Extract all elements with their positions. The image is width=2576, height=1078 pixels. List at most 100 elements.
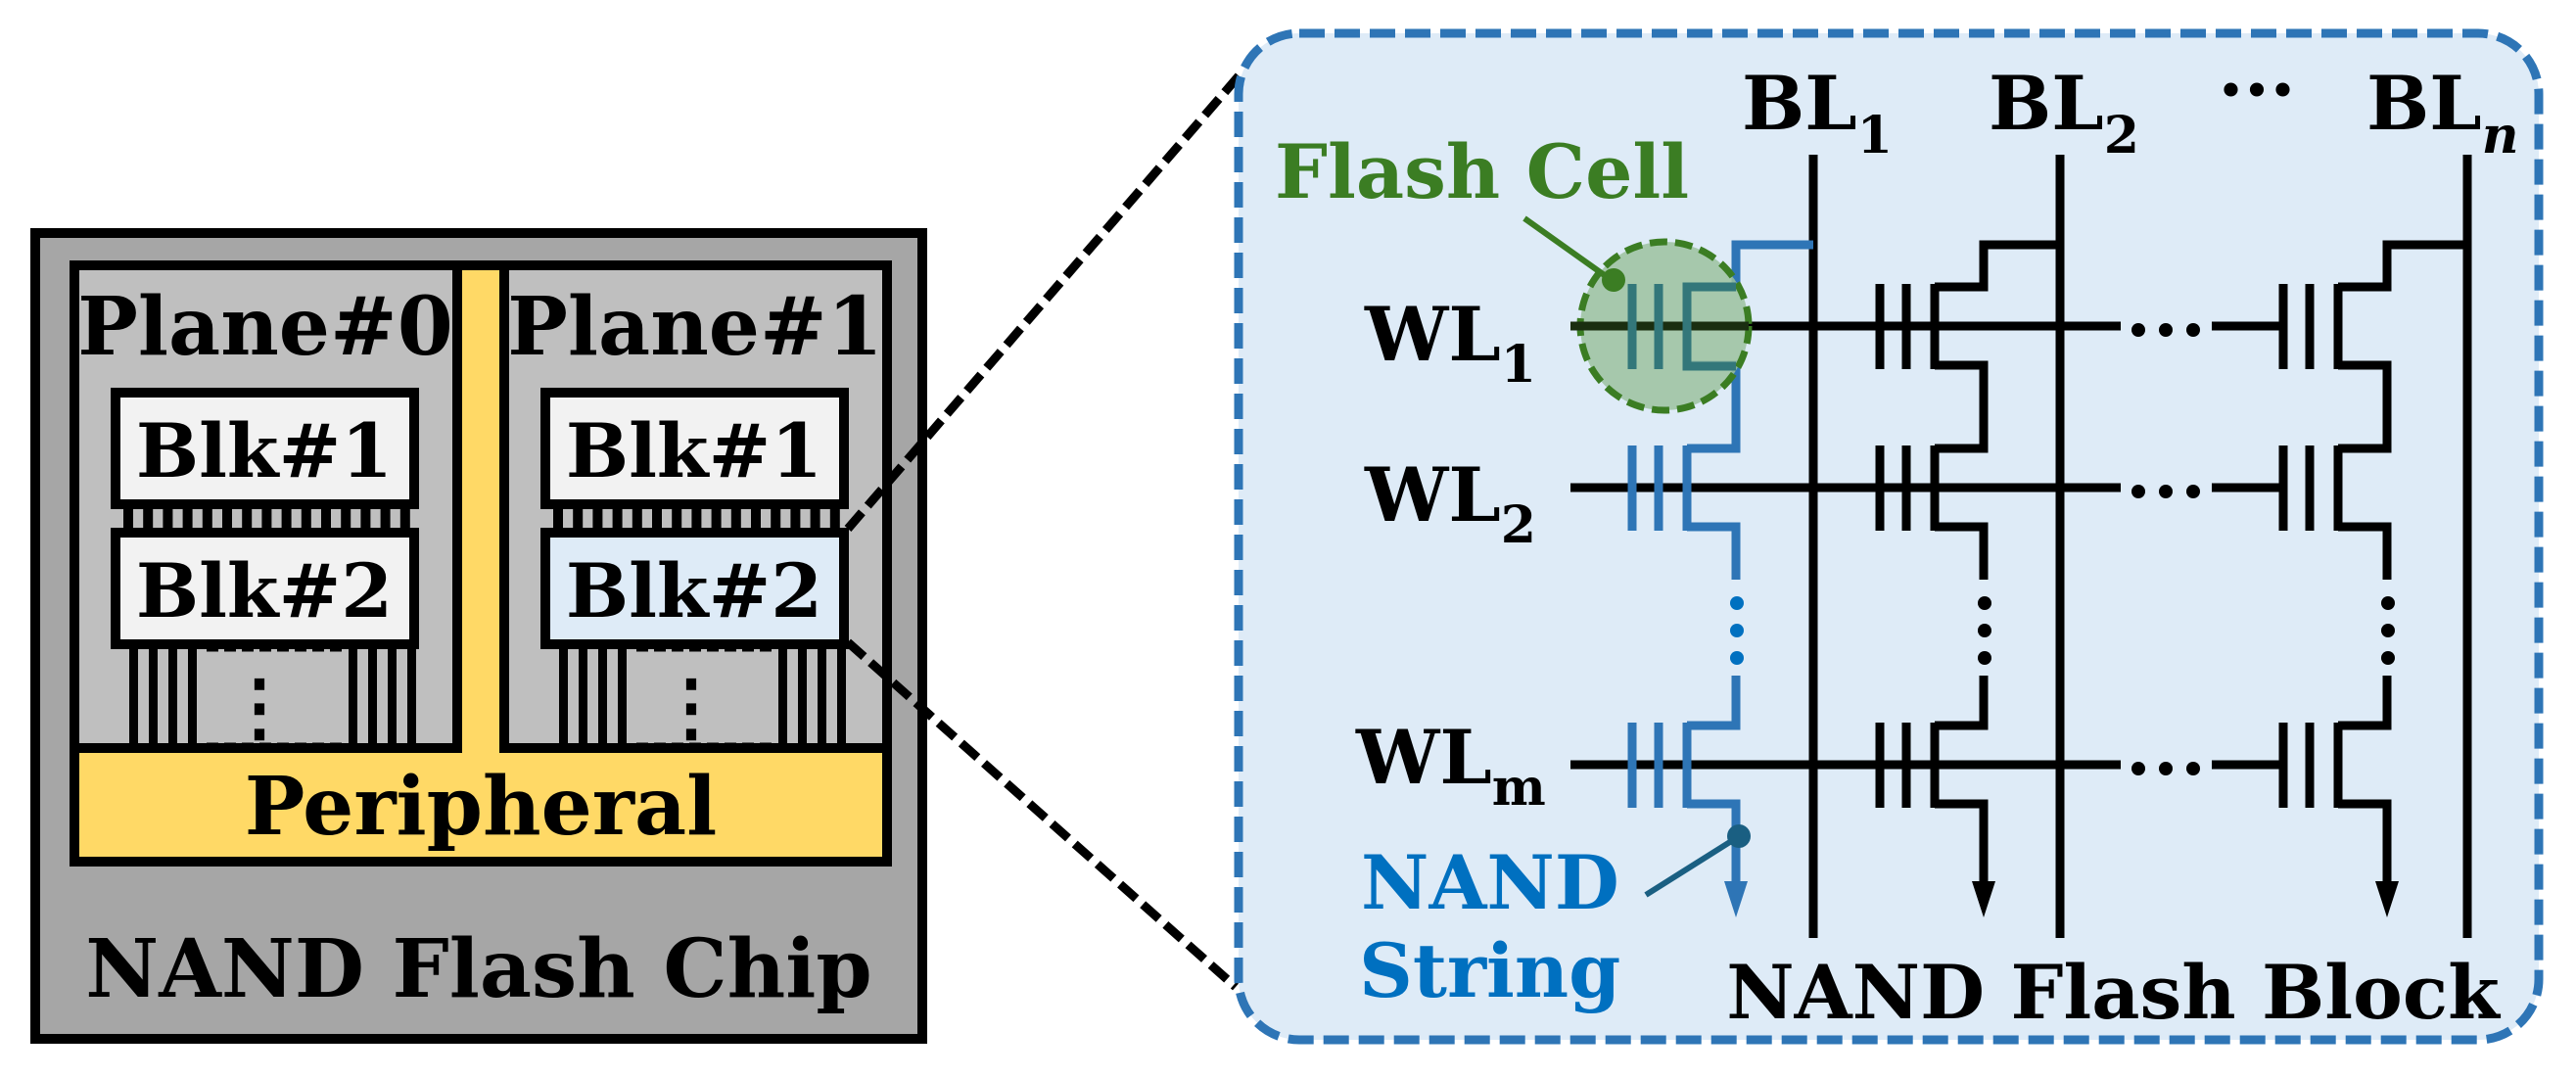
plane-1-block-2[interactable]: Blk#2 [540, 528, 849, 649]
block-connection-tick [810, 507, 820, 529]
string-drain-connection [1935, 240, 2060, 292]
plane-1-block-1[interactable]: Blk#1 [540, 388, 849, 509]
block-connection-tick [771, 507, 781, 529]
block-bitline [798, 648, 807, 744]
string-series-link [2338, 360, 2392, 453]
block-connection-tick [163, 507, 173, 529]
string-source-connection [1687, 799, 1741, 881]
block-connection-tick [632, 507, 642, 529]
wordline-ellipsis-dot [2186, 762, 2200, 775]
block-panel-frame [1234, 28, 2544, 1045]
block-connection-tick [321, 507, 331, 529]
string-ellipsis-dot [1978, 596, 1991, 610]
block-connection-tick [399, 507, 410, 529]
string-series-link [1935, 360, 1989, 453]
wordline-ellipsis-dot [2159, 323, 2173, 337]
nand-flash-chip: Plane#0 Blk#1 Blk#2 ⋮ Plane#1 Blk#1 [30, 228, 927, 1044]
source-line-arrow-icon [1724, 881, 1748, 917]
string-ellipsis-dot [1730, 624, 1744, 637]
plane-0-block-2[interactable]: Blk#2 [111, 528, 419, 649]
block-connection-tick [281, 507, 292, 529]
wordline-1-label: WL1 [1364, 291, 1536, 395]
block-bitline [168, 648, 177, 744]
chip-label: NAND Flash Chip [85, 922, 871, 1016]
flash-cell-pointer-line [1522, 215, 1608, 279]
block-connection-tick [341, 507, 351, 529]
block-bitline [129, 648, 138, 744]
plane-0-more-blocks: ⋮ [222, 663, 297, 750]
block-connection-tick [652, 507, 662, 529]
block-bitline [837, 648, 846, 744]
nand-string-label-line2: String [1359, 927, 1620, 1014]
block-connection-tick [829, 507, 840, 529]
block-bitline [778, 648, 787, 744]
plane-0: Plane#0 Blk#1 Blk#2 ⋮ [70, 260, 462, 753]
block-connection-tick [691, 507, 702, 529]
block-connection-tick [143, 507, 154, 529]
block-bitline [579, 648, 587, 744]
peripheral-label: Peripheral [245, 760, 718, 854]
string-series-link [2338, 522, 2392, 580]
block-connection-tick [711, 507, 722, 529]
block-connection-tick [222, 507, 232, 529]
block-bitline [349, 648, 357, 744]
string-ellipsis-dot [2381, 624, 2395, 637]
block-circuit [1522, 155, 2472, 938]
block-bitline [388, 648, 397, 744]
wordline-2-label: WL2 [1364, 451, 1536, 555]
block-connection-tick [672, 507, 682, 529]
plane-0-block-1-box[interactable] [111, 388, 419, 509]
block-bitline [618, 648, 627, 744]
block-connection-tick [380, 507, 391, 529]
plane-1-more-blocks: ⋮ [654, 663, 728, 750]
block-connection-tick [592, 507, 603, 529]
wordline-m-label: WLm [1355, 714, 1546, 818]
string-series-link [1687, 522, 1741, 580]
nand-string-label-line1: NAND [1361, 839, 1619, 926]
wordline-ellipsis-dot [2159, 762, 2173, 775]
plane-0-block-1[interactable]: Blk#1 [111, 388, 419, 509]
block-connection-tick [730, 507, 741, 529]
string-ellipsis-dot [2381, 651, 2395, 665]
source-line-arrow-icon [1972, 881, 1995, 917]
plane-1-block-1-label: Blk#1 [566, 407, 822, 494]
string-series-link [1935, 522, 1989, 580]
wordline-ellipsis-dot [2131, 762, 2145, 775]
wordline-ellipsis-dot [2186, 485, 2200, 498]
string-series-link [2338, 676, 2392, 730]
block-bitline [149, 648, 158, 744]
flash-cell-channel [1682, 282, 1736, 371]
block-connection-tick [182, 507, 193, 529]
zoom-connector-bottom [845, 638, 1239, 991]
block-connection-tick [360, 507, 371, 529]
flash-cell-pointer-dot [1602, 268, 1625, 292]
plane-0-block-ticks [123, 507, 410, 529]
string-drain-connection [2338, 240, 2467, 292]
wordline-ellipsis-dot [2131, 485, 2145, 498]
string-series-link [1935, 676, 1989, 730]
block-connection-tick [202, 507, 212, 529]
wordline-ellipsis-dot [2131, 323, 2145, 337]
source-line-arrow-icon [2375, 881, 2399, 917]
plane-0-block-1-label: Blk#1 [136, 407, 393, 494]
string-source-connection [2338, 799, 2392, 881]
bitline-1-label: BL1 [1742, 60, 1893, 165]
plane-1-block-2-box-selected[interactable] [540, 528, 849, 649]
nand-string-pointer-dot [1727, 824, 1751, 848]
block-bitline [368, 648, 377, 744]
string-source-connection [1935, 799, 1989, 881]
plane-0-block-2-label: Blk#2 [136, 547, 393, 634]
bitline-ellipsis: ··· [2218, 46, 2295, 133]
wordline-ellipsis-dot [2159, 485, 2173, 498]
block-bitline [598, 648, 607, 744]
plane-0-block-2-box[interactable] [111, 528, 419, 649]
plane-1-block-1-box[interactable] [540, 388, 849, 509]
string-ellipsis-dot [1978, 651, 1991, 665]
string-ellipsis-dot [1730, 596, 1744, 610]
bitline-n-label: BLn [2366, 60, 2519, 165]
block-bitline [818, 648, 826, 744]
block-title: NAND Flash Block [1726, 949, 2501, 1036]
block-connection-tick [751, 507, 761, 529]
bitline-2-label: BL2 [1989, 60, 2139, 165]
